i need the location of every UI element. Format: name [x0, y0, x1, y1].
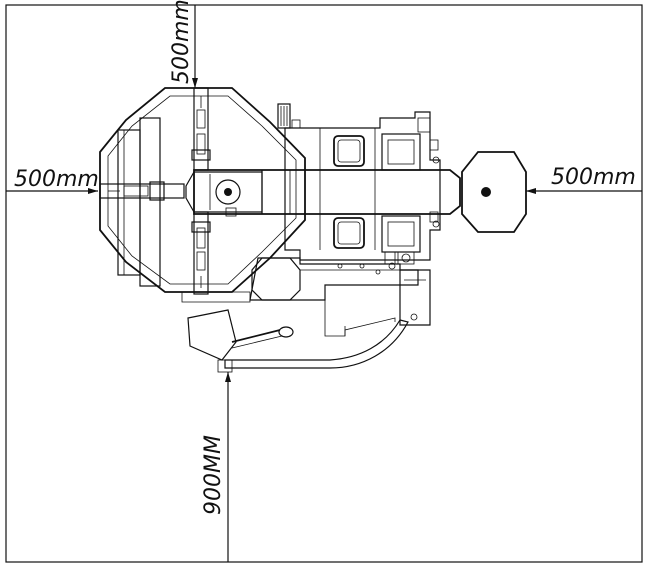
arm-pivot	[215, 179, 241, 205]
dimension-bottom: 900MM	[201, 372, 231, 562]
dimension-left-label: 500mm	[14, 167, 99, 192]
dimension-right-label: 500mm	[551, 165, 636, 190]
dimension-bottom-label: 900MM	[201, 435, 226, 515]
end-head	[461, 151, 527, 233]
drawing-frame	[5, 4, 643, 563]
vent-grille	[277, 103, 291, 129]
turntable	[99, 87, 306, 295]
base-frame	[181, 251, 431, 369]
dimension-left: 500mm	[6, 167, 99, 194]
dimension-top: 500mm	[169, 0, 198, 88]
dimension-right: 500mm	[526, 165, 642, 194]
dimension-top-label: 500mm	[169, 0, 194, 84]
main-arm	[193, 169, 461, 217]
control-lever	[187, 309, 294, 373]
lower-hub	[251, 257, 301, 301]
